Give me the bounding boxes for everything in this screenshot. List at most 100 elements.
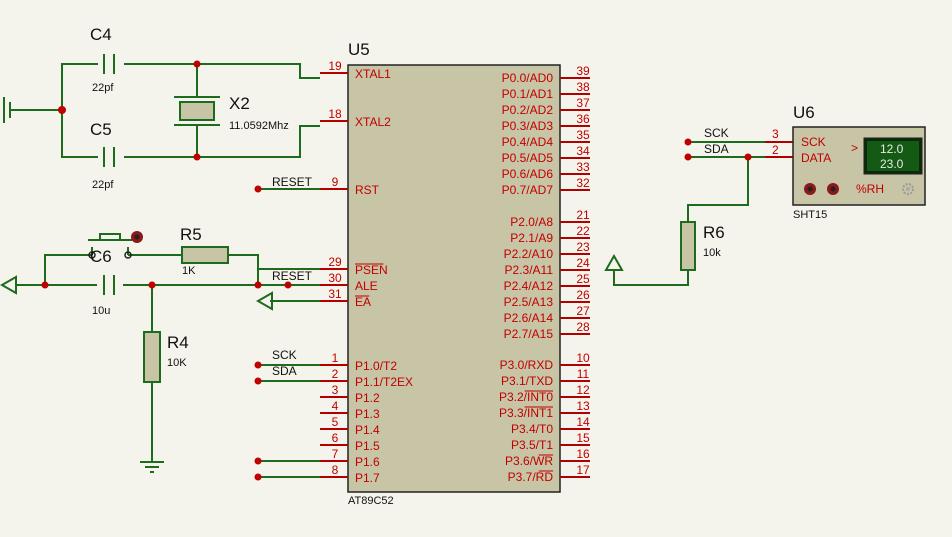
resistor-r6[interactable]: R6 10k bbox=[680, 221, 725, 271]
junction bbox=[254, 377, 262, 385]
pin-number: 11 bbox=[577, 367, 590, 381]
pin-number: 33 bbox=[576, 160, 590, 174]
pin-number: 19 bbox=[328, 59, 342, 73]
pin-number: 2 bbox=[332, 367, 339, 381]
u5-right-pins: 39P0.0/AD038P0.1/AD137P0.2/AD236P0.3/AD3… bbox=[499, 64, 590, 484]
junction bbox=[744, 153, 752, 161]
power-terminal-left bbox=[0, 275, 17, 295]
junction bbox=[284, 281, 292, 289]
u6-type: SHT15 bbox=[793, 209, 827, 221]
display-arrow: > bbox=[851, 141, 858, 155]
pin-number: 29 bbox=[328, 255, 342, 269]
r6-ref: R6 bbox=[703, 223, 725, 242]
r5-ref: R5 bbox=[180, 225, 202, 244]
junction bbox=[58, 106, 66, 114]
junction bbox=[254, 473, 262, 481]
c4-value: 22pf bbox=[92, 82, 114, 94]
net-label-reset: RESET bbox=[272, 269, 313, 283]
ground-symbol-left-top bbox=[3, 97, 62, 123]
pin-label: RST bbox=[355, 183, 380, 197]
pin-number: 27 bbox=[576, 304, 590, 318]
pin-label: P0.5/AD5 bbox=[502, 151, 554, 165]
x2-ref: X2 bbox=[229, 94, 250, 113]
pin-number: 18 bbox=[328, 107, 342, 121]
pin-label: P2.5/A13 bbox=[504, 295, 554, 309]
r5-value: 1K bbox=[182, 265, 196, 277]
pin-number: 6 bbox=[332, 431, 339, 445]
pin-label: XTAL1 bbox=[355, 67, 391, 81]
decrement-button[interactable] bbox=[804, 183, 816, 195]
capacitor-c4[interactable]: C4 22pf bbox=[90, 25, 124, 94]
pin-number: 34 bbox=[576, 144, 590, 158]
c5-value: 22pf bbox=[92, 179, 114, 191]
pin-label: P3.7/RD bbox=[508, 470, 554, 484]
humidity-readout: 12.0 bbox=[880, 142, 904, 156]
r6-value: 10k bbox=[703, 247, 721, 259]
pin-number: 25 bbox=[576, 272, 590, 286]
pin-label: P1.7 bbox=[355, 471, 380, 485]
junction bbox=[193, 60, 201, 68]
r4-ref: R4 bbox=[167, 333, 189, 352]
power-terminal-r6 bbox=[604, 253, 624, 271]
sensor-wires bbox=[613, 141, 765, 286]
junction bbox=[254, 457, 262, 465]
pin-number: 23 bbox=[576, 240, 590, 254]
pin-label: P1.5 bbox=[355, 439, 380, 453]
gear-icon[interactable] bbox=[902, 183, 914, 195]
power-terminal-ea bbox=[255, 291, 273, 311]
pin-number: 4 bbox=[332, 399, 339, 413]
junction bbox=[41, 281, 49, 289]
pin-number: 12 bbox=[576, 383, 590, 397]
pin-number: 7 bbox=[332, 447, 339, 461]
sensor-u6[interactable]: U6 SHT15 3 2 SCK DATA > 12.0 23.0 %RH bbox=[765, 103, 926, 221]
junction bbox=[684, 138, 692, 146]
pin-number: 26 bbox=[576, 288, 590, 302]
junction bbox=[254, 361, 262, 369]
pin-label: P2.4/A12 bbox=[504, 279, 554, 293]
pin-number: 17 bbox=[576, 463, 590, 477]
temperature-readout: 23.0 bbox=[880, 157, 904, 171]
u5-type: AT89C52 bbox=[348, 495, 394, 507]
pin-label: P1.4 bbox=[355, 423, 380, 437]
pin-label: P1.6 bbox=[355, 455, 380, 469]
pin-number: 28 bbox=[576, 320, 590, 334]
p1-net-wires bbox=[258, 364, 320, 478]
u6-ref: U6 bbox=[793, 103, 815, 122]
junction bbox=[254, 185, 262, 193]
pin-number: 24 bbox=[576, 256, 590, 270]
reset-button[interactable] bbox=[88, 231, 143, 259]
net-label-sda: SDA bbox=[272, 364, 297, 378]
rh-unit-label: %RH bbox=[856, 182, 884, 196]
resistor-r5[interactable]: R5 1K bbox=[180, 225, 229, 277]
ground-symbol-bottom bbox=[140, 461, 164, 473]
pin-label: P3.5/T1 bbox=[511, 438, 553, 452]
c6-value: 10u bbox=[92, 305, 110, 317]
reset-net-wires bbox=[16, 188, 320, 462]
microcontroller-u5[interactable]: U5 AT89C52 19XTAL118XTAL29RST29PSEN30ALE… bbox=[320, 40, 590, 507]
pin-number: 9 bbox=[332, 175, 339, 189]
pin-number: 15 bbox=[576, 431, 590, 445]
pin-label: P0.2/AD2 bbox=[502, 103, 554, 117]
resistor-r4[interactable]: R4 10K bbox=[143, 331, 189, 383]
pin-label: P2.3/A11 bbox=[505, 263, 554, 277]
junction bbox=[254, 281, 262, 289]
pin-number: 37 bbox=[576, 96, 590, 110]
crystal-x2[interactable]: X2 11.0592Mhz bbox=[174, 64, 289, 157]
pin-number: 5 bbox=[332, 415, 339, 429]
pin-label: P3.1/TXD bbox=[501, 374, 553, 388]
junction bbox=[193, 153, 201, 161]
c6-ref: C6 bbox=[90, 247, 112, 266]
pin-label: P0.0/AD0 bbox=[502, 71, 554, 85]
pin-label: P3.2/INT0 bbox=[499, 390, 553, 404]
pin-number: 8 bbox=[332, 463, 339, 477]
increment-button[interactable] bbox=[827, 183, 839, 195]
x2-value: 11.0592Mhz bbox=[229, 120, 289, 132]
pin-label: P1.1/T2EX bbox=[355, 375, 413, 389]
pin-number: 39 bbox=[576, 64, 590, 78]
capacitor-c6[interactable]: C6 10u bbox=[90, 247, 123, 317]
net-label-reset: RESET bbox=[272, 175, 313, 189]
crystal-wires bbox=[61, 63, 320, 158]
capacitor-c5[interactable]: C5 22pf bbox=[90, 120, 124, 191]
u5-ref: U5 bbox=[348, 40, 370, 59]
